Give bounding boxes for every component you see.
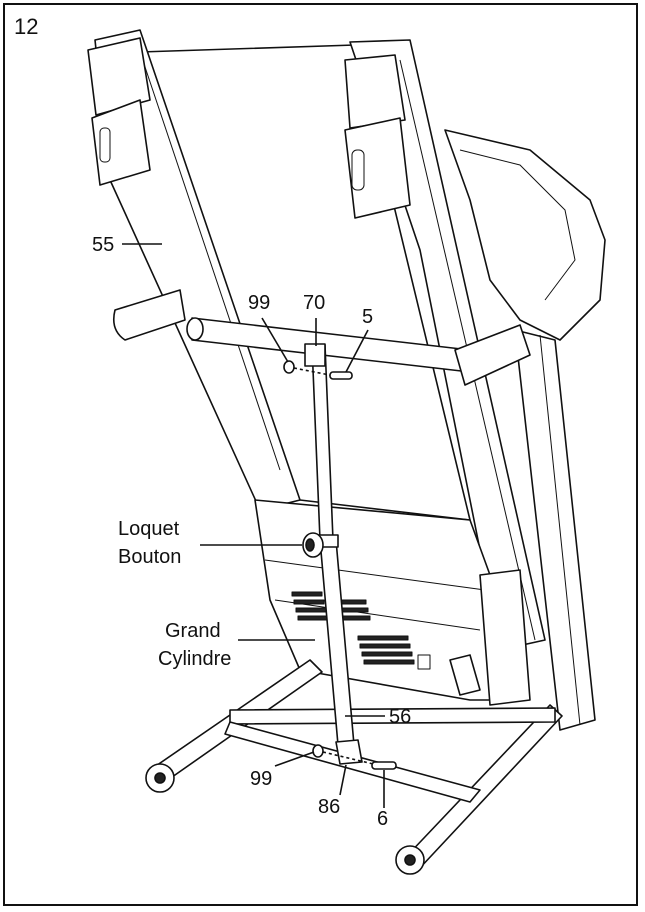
left-lower-cap — [91, 99, 151, 186]
right-upright-edge — [539, 334, 581, 726]
base-frame-rear-bar — [229, 707, 556, 725]
label-part-70: 70 — [303, 292, 326, 314]
left-handle-grip — [112, 289, 186, 341]
label-cylinder-line2: Cylindre — [158, 648, 232, 670]
bottom-bolt-6 — [371, 761, 397, 770]
top-bolt-5 — [329, 371, 353, 380]
label-part-6: 6 — [377, 808, 389, 830]
label-latch-line1: Loquet — [118, 518, 180, 540]
hood-bracket — [449, 654, 481, 696]
crossbar-end-left — [186, 317, 204, 341]
console-detail — [459, 149, 576, 301]
step-number: 12 — [14, 14, 39, 39]
left-cap-slot — [99, 127, 111, 163]
top-nut-99 — [283, 360, 295, 374]
right-upper-cap — [344, 54, 406, 129]
motor-cover-side — [479, 569, 531, 706]
label-part-99-bottom: 99 — [250, 768, 273, 790]
label-cylinder-line1: Grand — [165, 620, 221, 642]
motor-hood-edge — [264, 559, 486, 631]
left-rail-edge — [139, 51, 281, 471]
left-upper-cap — [87, 37, 151, 116]
leader-99-top — [261, 317, 289, 363]
crossbar-end-right — [454, 324, 531, 386]
right-wheel-hub — [404, 854, 416, 866]
latch-knob-center — [305, 538, 315, 552]
leader-86 — [339, 764, 347, 796]
lift-cylinder-lower-clevis — [335, 739, 363, 765]
console-shell — [444, 129, 606, 341]
label-part-5: 5 — [362, 306, 374, 328]
hood-outlet — [417, 654, 431, 670]
leader-5 — [345, 329, 369, 373]
bottom-nut-99 — [312, 744, 324, 758]
right-upright — [514, 329, 596, 731]
label-part-55: 55 — [92, 234, 115, 256]
label-part-86: 86 — [318, 796, 341, 818]
vent-grill-left — [291, 591, 329, 621]
leader-99-bottom — [274, 751, 315, 767]
label-part-99-top: 99 — [248, 292, 271, 314]
right-cap-slot — [351, 149, 365, 191]
right-lower-cap — [344, 117, 411, 219]
left-wheel-hub — [154, 772, 166, 784]
lift-cylinder-upper-clevis — [304, 343, 326, 367]
label-latch-line2: Bouton — [118, 546, 182, 568]
label-part-56: 56 — [389, 706, 412, 728]
vent-grill-bottom — [357, 635, 415, 665]
